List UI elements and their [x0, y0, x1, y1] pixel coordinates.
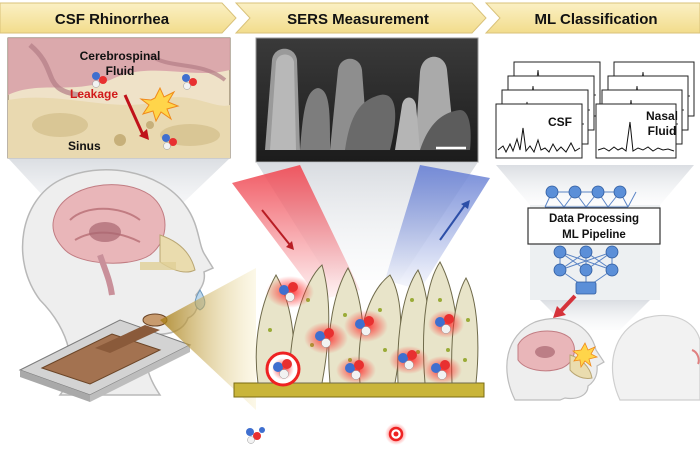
classification-result-arrow	[558, 294, 577, 314]
banner-csf	[0, 2, 237, 34]
pipeline-label-line2: ML Pipeline	[562, 229, 626, 241]
hotspot-molecule	[265, 351, 301, 387]
result-head-normal	[611, 314, 700, 401]
spectrum-label-csf: CSF	[548, 115, 572, 129]
spectrum-label-fluid: Fluid	[648, 124, 677, 138]
pipeline-label-line1: Data Processing	[549, 213, 639, 225]
excitation-laser-beam	[232, 165, 360, 300]
leak-detected-icon	[572, 342, 599, 369]
hotspot-molecule	[428, 310, 464, 338]
csf-panel-title: CSF Rhinorrhea	[55, 11, 170, 28]
label-fluid: Fluid	[106, 64, 135, 78]
molecule-icon	[92, 72, 107, 88]
scattered-raman-beam	[385, 165, 490, 290]
label-cerebrospinal: Cerebrospinal	[80, 49, 161, 63]
result-head-csf	[506, 318, 605, 401]
neural-network-diagram: Data Processing ML Pipeline	[527, 185, 661, 295]
hotspot-legend-icon	[385, 423, 407, 445]
label-sinus: Sinus	[68, 139, 101, 153]
csf-anatomy-inset: Cerebrospinal Fluid Leakage Sinus	[7, 37, 231, 159]
gold-substrate	[233, 382, 485, 398]
sem-image-inset	[255, 37, 479, 163]
hotspot-molecule	[389, 346, 429, 374]
leakage-burst-icon	[139, 86, 180, 123]
label-leakage: Leakage	[70, 87, 118, 101]
molecule-icon	[182, 74, 197, 90]
hotspot-molecule	[304, 322, 348, 354]
hotspot-molecule	[336, 356, 376, 384]
sers-sensor-chip	[18, 313, 192, 402]
ml-funnel-top	[496, 165, 694, 205]
chip-zoom-funnel	[160, 268, 256, 410]
nanopillar-array	[233, 261, 485, 398]
banner-sers	[234, 2, 487, 34]
hotspot-molecule	[266, 276, 314, 308]
leakage-arrow	[123, 94, 145, 136]
patient-head-illustration	[21, 169, 215, 396]
ml-pipeline-box	[527, 207, 661, 245]
molecule-icon	[162, 134, 177, 150]
hotspot-molecule	[344, 310, 388, 342]
csf-spectra-stack: CSF	[495, 61, 601, 159]
spectrum-label-nasal: Nasal	[646, 109, 678, 123]
molecule-legend-icon	[246, 427, 265, 444]
ml-panel-title: ML Classification	[534, 11, 657, 28]
hotspot-molecule	[422, 356, 462, 384]
banner-ml	[484, 2, 700, 34]
nasal-spectra-stack: Nasal Fluid	[595, 61, 695, 159]
sers-panel-title: SERS Measurement	[287, 11, 429, 28]
